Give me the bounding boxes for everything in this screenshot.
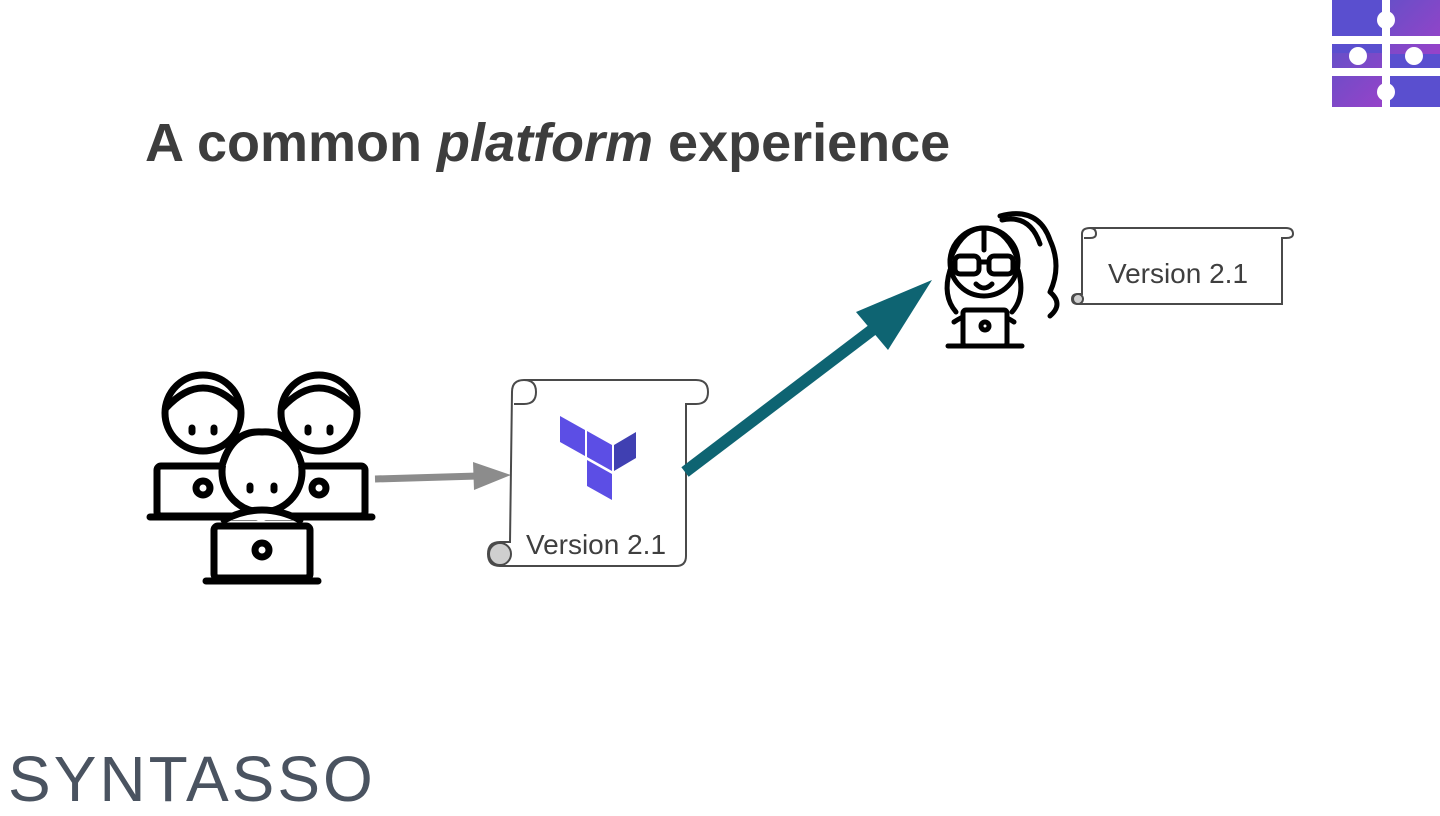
teal-arrow xyxy=(681,280,932,477)
title-emphasis: platform xyxy=(437,113,654,173)
gray-arrow xyxy=(374,462,511,490)
version-scroll-small xyxy=(1070,227,1295,305)
slide-title: A common platform experience xyxy=(145,112,950,174)
puzzle-logo-icon xyxy=(1332,0,1440,107)
title-prefix: A common xyxy=(145,113,438,173)
title-suffix: experience xyxy=(653,113,951,173)
developer-woman-icon xyxy=(944,211,1060,349)
scroll-main-label: Version 2.1 xyxy=(526,529,666,560)
terraform-logo-icon xyxy=(560,416,636,500)
brand-wordmark: SYNTASSO xyxy=(8,743,376,815)
developer-team-icon xyxy=(146,371,376,585)
scroll-small-label: Version 2.1 xyxy=(1108,258,1248,289)
